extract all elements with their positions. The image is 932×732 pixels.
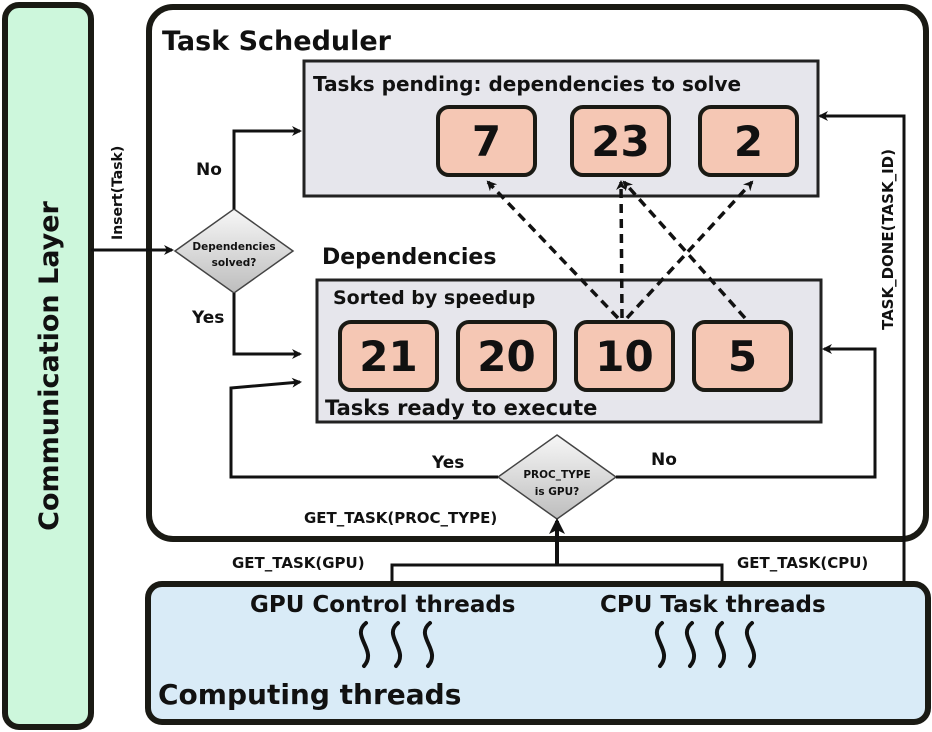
proc-no-arrow xyxy=(616,344,877,479)
ready-task-list: 21 20 10 5 xyxy=(338,320,793,392)
dependency-arrow xyxy=(486,180,620,320)
task-done-arrow xyxy=(818,111,906,581)
task-id-label: 7 xyxy=(472,117,501,166)
task-box xyxy=(338,320,439,392)
thread-squiggle-icon xyxy=(422,621,435,668)
task-box xyxy=(570,105,671,177)
task-id-label: 23 xyxy=(591,117,649,166)
proc-type-decision-line1: PROC_TYPE xyxy=(523,469,590,481)
communication-layer-box xyxy=(2,2,94,730)
ready-queue-bottom-label: Tasks ready to execute xyxy=(325,396,597,420)
task-done-label: TASK_DONE(TASK_ID) xyxy=(879,149,897,330)
task-id-label: 10 xyxy=(595,332,653,381)
cpu-task-threads-label: CPU Task threads xyxy=(600,592,826,618)
task-box xyxy=(456,320,557,392)
thread-squiggle-icon xyxy=(744,621,757,668)
task-id-label: 21 xyxy=(359,332,417,381)
proc-yes-arrow xyxy=(229,377,498,479)
dependency-arrow xyxy=(616,180,627,319)
computing-threads-box xyxy=(145,581,931,725)
task-box xyxy=(574,320,675,392)
dependency-arrows xyxy=(486,180,754,320)
gpu-control-threads-label: GPU Control threads xyxy=(250,592,516,618)
thread-squiggle-icon xyxy=(390,621,403,668)
task-scheduler-title: Task Scheduler xyxy=(162,26,392,57)
communication-layer-label: Communication Layer xyxy=(34,200,65,530)
thread-squiggle-icon xyxy=(684,621,697,668)
cpu-thread-group xyxy=(654,621,757,668)
dependency-arrow xyxy=(622,180,747,320)
get-task-gpu-label: GET_TASK(GPU) xyxy=(232,554,365,572)
pending-task-list: 7 23 2 xyxy=(436,105,799,177)
insert-label: Insert(Task) xyxy=(110,146,126,240)
deps-no-arrow xyxy=(232,126,302,209)
deps-yes-label: Yes xyxy=(191,308,224,328)
dependencies-label: Dependencies xyxy=(322,245,496,270)
task-box xyxy=(698,105,799,177)
computing-threads-title: Computing threads xyxy=(158,678,461,711)
gpu-thread-group xyxy=(358,621,435,668)
proc-type-decision-line2: is GPU? xyxy=(535,486,579,498)
deps-no-label: No xyxy=(196,160,222,180)
dependency-arrow xyxy=(625,180,754,320)
get-task-proc-label: GET_TASK(PROC_TYPE) xyxy=(304,509,497,527)
deps-yes-arrow xyxy=(232,293,302,359)
thread-squiggle-icon xyxy=(654,621,667,668)
task-box xyxy=(436,105,537,177)
task-id-label: 20 xyxy=(477,332,535,381)
thread-squiggle-icon xyxy=(358,621,371,668)
pending-queue-title: Tasks pending: dependencies to solve xyxy=(313,72,741,96)
task-id-label: 5 xyxy=(728,332,757,381)
proc-yes-label: Yes xyxy=(431,453,464,473)
proc-no-label: No xyxy=(651,450,677,470)
dependencies-decision-line2: solved? xyxy=(212,257,257,269)
get-task-cpu-label: GET_TASK(CPU) xyxy=(737,554,868,572)
task-id-label: 2 xyxy=(734,117,763,166)
ready-queue-sorted-label: Sorted by speedup xyxy=(333,287,535,309)
task-box xyxy=(692,320,793,392)
thread-squiggle-icon xyxy=(714,621,727,668)
dependencies-decision-line1: Dependencies xyxy=(192,241,275,253)
